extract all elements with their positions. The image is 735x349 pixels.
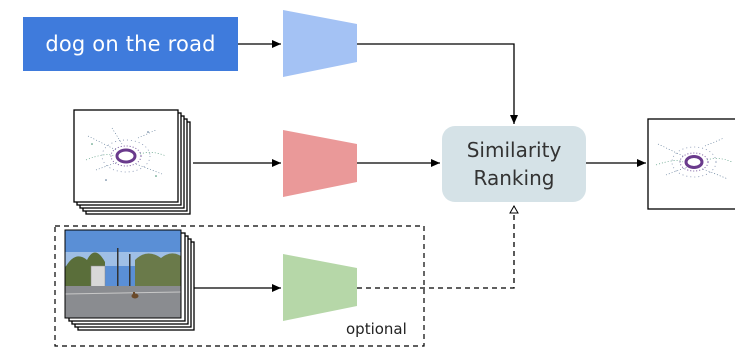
image-encoder xyxy=(283,254,357,321)
similarity-ranking-box: Similarity Ranking xyxy=(442,126,586,202)
road-photo xyxy=(64,229,182,319)
lidar-encoder xyxy=(283,130,357,197)
text-query-label: dog on the road xyxy=(45,32,216,56)
optional-region xyxy=(54,225,425,347)
camera-frame-stack xyxy=(64,229,195,331)
result-point-cloud xyxy=(655,137,733,180)
ranking-label-line2: Ranking xyxy=(473,166,555,190)
ranking-label-line1: Similarity xyxy=(466,138,562,162)
arrow-text-encoder-to-ranking xyxy=(357,43,518,124)
optional-label: optional xyxy=(346,320,407,338)
arrow-image-encoder-to-ranking-dashed xyxy=(357,204,519,289)
retrieved-lidar-frame xyxy=(647,118,735,210)
lidar-point-cloud xyxy=(85,127,167,181)
text-query-box: dog on the road xyxy=(23,17,238,71)
lidar-frame-stack xyxy=(73,109,191,215)
text-encoder xyxy=(283,10,357,77)
